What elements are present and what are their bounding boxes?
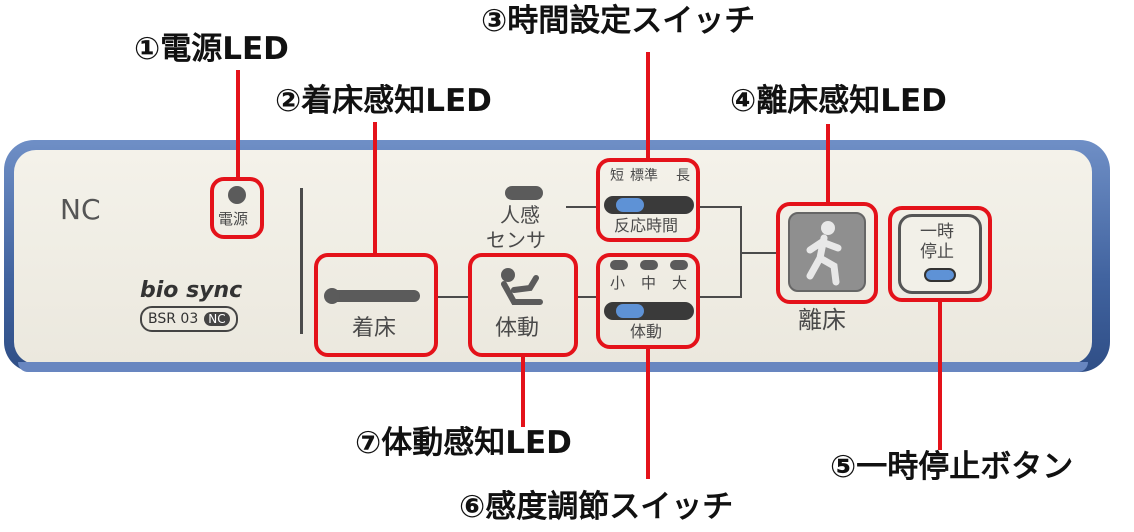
callout-time-switch: ③時間設定スイッチ — [481, 3, 756, 39]
callout-bed-out-led: ④離床感知LED — [730, 83, 947, 119]
callout-motion-led: ⑦体動感知LED — [355, 425, 572, 461]
sensitivity-option-medium: 中 — [641, 274, 657, 292]
pause-button-box — [888, 206, 992, 302]
pause-label-line2: 停止 — [920, 242, 954, 262]
human-sensor-led — [505, 186, 543, 200]
motion-label: 体動 — [495, 316, 540, 341]
model-nc-badge: NC — [204, 312, 230, 326]
sensitivity-label: 体動 — [630, 322, 663, 341]
power-label: 電源 — [218, 210, 249, 228]
time-label: 反応時間 — [614, 216, 679, 235]
bed-out-led-box — [776, 202, 878, 304]
time-setting-switch[interactable] — [604, 196, 694, 214]
bed-out-leader-line — [826, 124, 830, 202]
time-switch-knob[interactable] — [616, 198, 644, 212]
time-switch-box — [596, 158, 700, 242]
sensitivity-switch[interactable] — [604, 302, 694, 320]
human-sensor-label-2: センサ — [486, 228, 546, 252]
pause-led — [924, 268, 956, 282]
callout-sensitivity-switch: ⑥感度調節スイッチ — [459, 489, 734, 525]
sensitivity-led-small — [610, 260, 628, 270]
human-sensor-label: 人感 — [500, 203, 540, 227]
connector-bedin-motion — [438, 296, 470, 298]
brand-logo: bio sync — [140, 278, 243, 303]
motion-leader-line — [521, 357, 525, 427]
power-led-box — [210, 177, 264, 239]
bed-out-led — [788, 212, 866, 292]
callout-pause-button: ⑤一時停止ボタン — [830, 449, 1074, 485]
time-option-standard: 標準 — [630, 168, 658, 184]
sensitivity-option-large: 大 — [672, 274, 688, 292]
sensitivity-switch-box — [596, 253, 700, 349]
sensitivity-led-medium — [640, 260, 658, 270]
motion-led-box — [468, 253, 578, 357]
bed-in-label: 着床 — [352, 316, 397, 341]
callout-bed-in-led: ②着床感知LED — [275, 83, 492, 119]
sensitivity-leader-line — [646, 349, 650, 479]
lying-figure-icon — [324, 288, 340, 304]
pause-leader-line — [938, 302, 942, 450]
nc-label: NC — [60, 193, 101, 226]
time-option-short: 短 — [610, 168, 624, 184]
sensor-to-time-line — [566, 206, 598, 208]
bed-in-led — [328, 290, 420, 302]
connector-sens-right — [700, 296, 740, 298]
connector-motion-sens — [578, 296, 598, 298]
pause-label-line1: 一時 — [920, 222, 954, 242]
callout-power-led: ①電源LED — [134, 31, 289, 67]
power-led — [228, 186, 246, 204]
walking-figure-icon — [806, 221, 842, 286]
connector-to-bedout — [740, 252, 780, 254]
time-leader-line — [646, 52, 650, 158]
connector-time-right — [700, 206, 740, 208]
sensitivity-option-small: 小 — [610, 274, 626, 292]
sensitivity-led-large — [670, 260, 688, 270]
power-leader-line — [236, 70, 240, 178]
model-label: BSR 03 — [148, 311, 199, 327]
bed-in-led-box — [314, 253, 438, 357]
bed-in-leader-line — [373, 122, 377, 254]
bed-out-label: 離床 — [798, 306, 846, 334]
panel-divider — [300, 188, 303, 334]
reclining-figure-icon — [496, 266, 552, 310]
device-bottom-rim — [18, 362, 1088, 372]
sensitivity-switch-knob[interactable] — [616, 304, 644, 318]
time-option-long: 長 — [676, 168, 690, 184]
model-badge: BSR 03 NC — [140, 306, 238, 332]
